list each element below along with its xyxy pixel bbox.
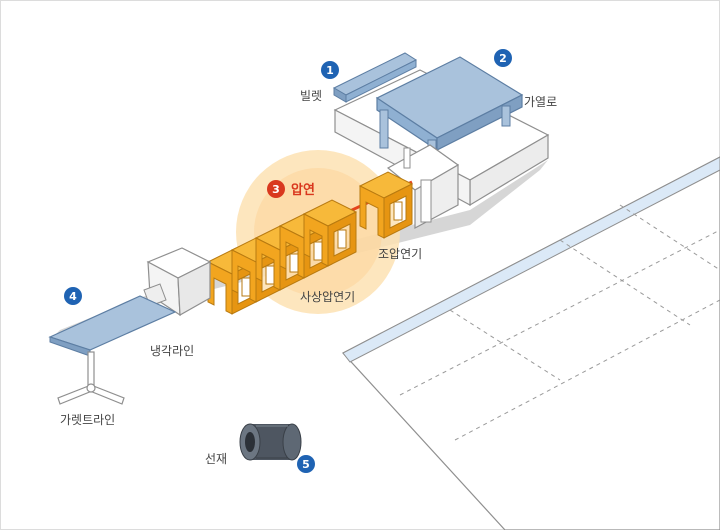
garrett-fan: [57, 351, 125, 405]
stage-2-badge: 2: [494, 49, 512, 67]
badge-circle: [64, 287, 82, 305]
cooling-conveyor: [48, 295, 177, 357]
badge-circle: [297, 455, 315, 473]
finishing-mill-label: 사상압연기: [300, 290, 355, 304]
garrett-line-label: 가렛트라인: [60, 413, 115, 427]
badge-number: 1: [326, 64, 334, 77]
badge-circle: [494, 49, 512, 67]
stage-4-badge: 4: [64, 287, 82, 305]
wire-coil: [239, 423, 302, 461]
rough-mill-stand: [358, 171, 414, 239]
furnace-label: 가열로: [524, 95, 557, 109]
badge-circle: [267, 180, 285, 198]
cooling-line-label: 냉각라인: [150, 344, 194, 358]
badge-circle: [321, 61, 339, 79]
badge-number: 5: [302, 458, 310, 471]
rough-mill-label: 조압연기: [378, 247, 422, 261]
billet-label: 빌렛: [300, 89, 322, 103]
mill-stands: [206, 171, 414, 315]
stage-1-badge: 1: [321, 61, 339, 79]
floor-platform: [342, 156, 720, 530]
cooling-hood: [143, 247, 212, 317]
heating-furnace: [375, 56, 524, 179]
stage-5-badge: 5: [297, 455, 315, 473]
rolling-label: 압연: [291, 183, 315, 198]
descaler-unit: [386, 144, 460, 230]
badge-number: 2: [499, 52, 507, 65]
wire-rod-label: 선재: [205, 452, 227, 466]
stage-3-badge: 3: [267, 180, 285, 198]
billet-stock: [332, 52, 418, 103]
badge-number: 3: [272, 183, 280, 196]
finishing-mill-stand: [302, 199, 358, 267]
badge-number: 4: [69, 290, 77, 303]
